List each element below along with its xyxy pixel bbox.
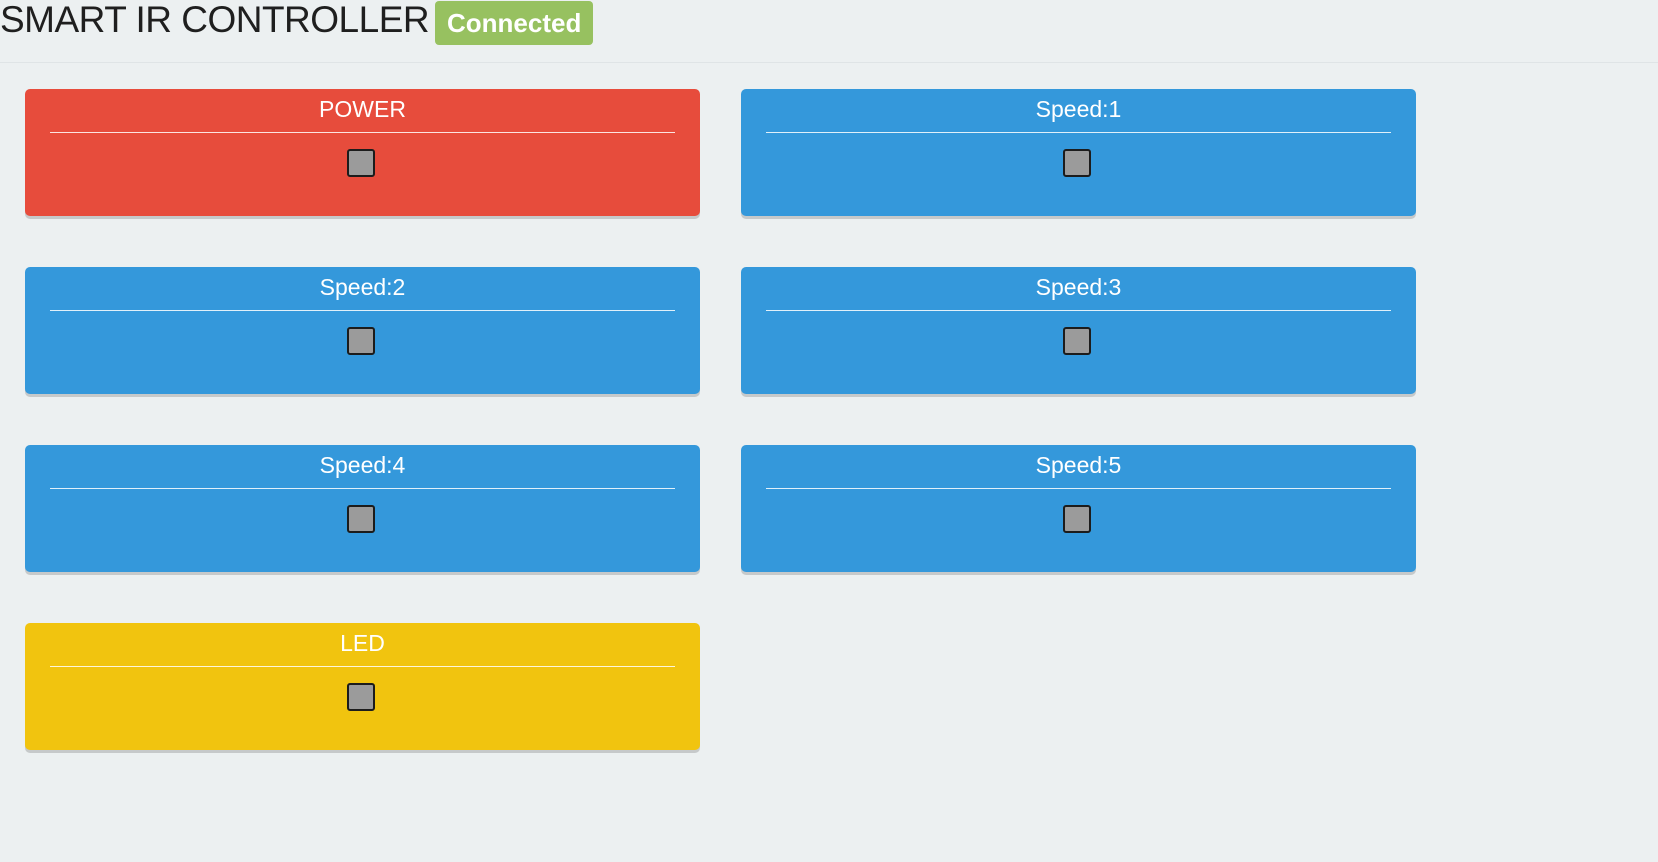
app-title: SMART IR CONTROLLER (0, 0, 430, 40)
speed-2-toggle-checkbox[interactable] (347, 327, 375, 355)
speed-3-button-label: Speed:3 (1035, 274, 1122, 300)
card-divider (766, 310, 1391, 311)
power-button-label: POWER (319, 96, 406, 122)
led-toggle-checkbox[interactable] (347, 683, 375, 711)
card-divider (766, 132, 1391, 133)
speed-3-toggle-checkbox[interactable] (1063, 327, 1091, 355)
power-button-card[interactable]: POWER (25, 89, 700, 216)
speed-4-toggle-checkbox[interactable] (347, 505, 375, 533)
speed-2-button-label: Speed:2 (319, 274, 406, 300)
speed-1-button-label: Speed:1 (1035, 96, 1122, 122)
connection-status-badge: Connected (435, 1, 594, 45)
speed-1-button-card[interactable]: Speed:1 (741, 89, 1416, 216)
card-divider (50, 132, 675, 133)
speed-1-toggle-checkbox[interactable] (1063, 149, 1091, 177)
card-divider (50, 488, 675, 489)
header-bar: SMART IR CONTROLLER Connected (0, 0, 1658, 63)
led-button-card[interactable]: LED (25, 623, 700, 750)
speed-5-button-card[interactable]: Speed:5 (741, 445, 1416, 572)
speed-5-button-label: Speed:5 (1035, 452, 1122, 478)
speed-3-button-card[interactable]: Speed:3 (741, 267, 1416, 394)
led-button-label: LED (340, 630, 385, 656)
card-divider (50, 310, 675, 311)
speed-2-button-card[interactable]: Speed:2 (25, 267, 700, 394)
card-divider (50, 666, 675, 667)
speed-4-button-label: Speed:4 (319, 452, 406, 478)
power-toggle-checkbox[interactable] (347, 149, 375, 177)
card-divider (766, 488, 1391, 489)
speed-4-button-card[interactable]: Speed:4 (25, 445, 700, 572)
speed-5-toggle-checkbox[interactable] (1063, 505, 1091, 533)
